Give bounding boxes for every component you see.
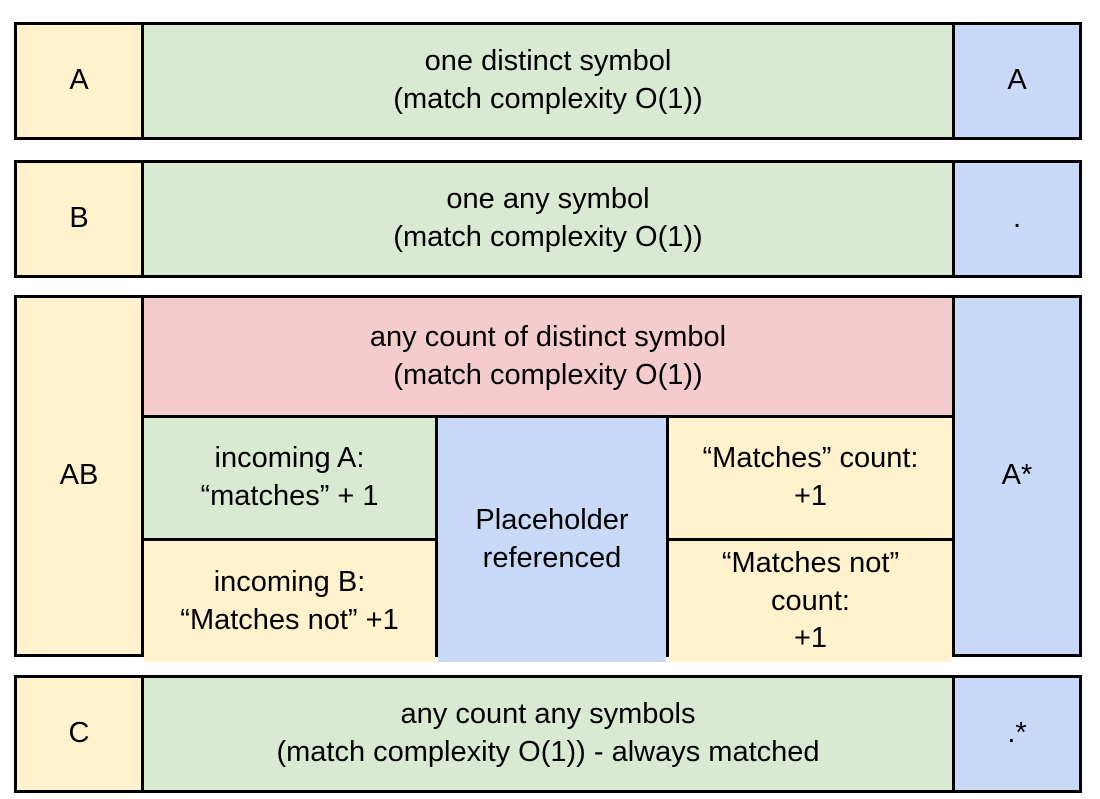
matches-count-cell: “Matches” count: +1	[669, 418, 952, 538]
row-state-a: A one distinct symbol (match complexity …	[14, 22, 1082, 140]
state-ab-header: any count of distinct symbol (match comp…	[144, 298, 952, 415]
matches-not-count-cell: “Matches not” count: +1	[669, 541, 952, 663]
placeholder-referenced-cell: Placeholder referenced	[438, 418, 666, 663]
incoming-a-cell: incoming A: “matches” + 1	[144, 418, 435, 538]
pattern-symbol-a: A	[955, 25, 1079, 137]
state-label-b: B	[17, 163, 141, 275]
incoming-b-cell: incoming B: “Matches not” +1	[144, 541, 435, 663]
pattern-symbol-c: .*	[955, 678, 1079, 790]
state-label-a: A	[17, 25, 141, 137]
state-description-b: one any symbol (match complexity O(1))	[144, 163, 952, 275]
row-state-b: B one any symbol (match complexity O(1))…	[14, 160, 1082, 278]
state-ab-detail-grid: any count of distinct symbol (match comp…	[144, 298, 952, 663]
row-state-ab: AB any count of distinct symbol (match c…	[14, 295, 1082, 663]
state-label-c: C	[17, 678, 141, 790]
state-description-c: any count any symbols (match complexity …	[144, 678, 952, 790]
pattern-symbol-ab: A*	[955, 298, 1079, 654]
state-label-ab: AB	[17, 298, 141, 654]
state-description-a: one distinct symbol (match complexity O(…	[144, 25, 952, 137]
pattern-symbol-b: .	[955, 163, 1079, 275]
row-state-c: C any count any symbols (match complexit…	[14, 675, 1082, 793]
